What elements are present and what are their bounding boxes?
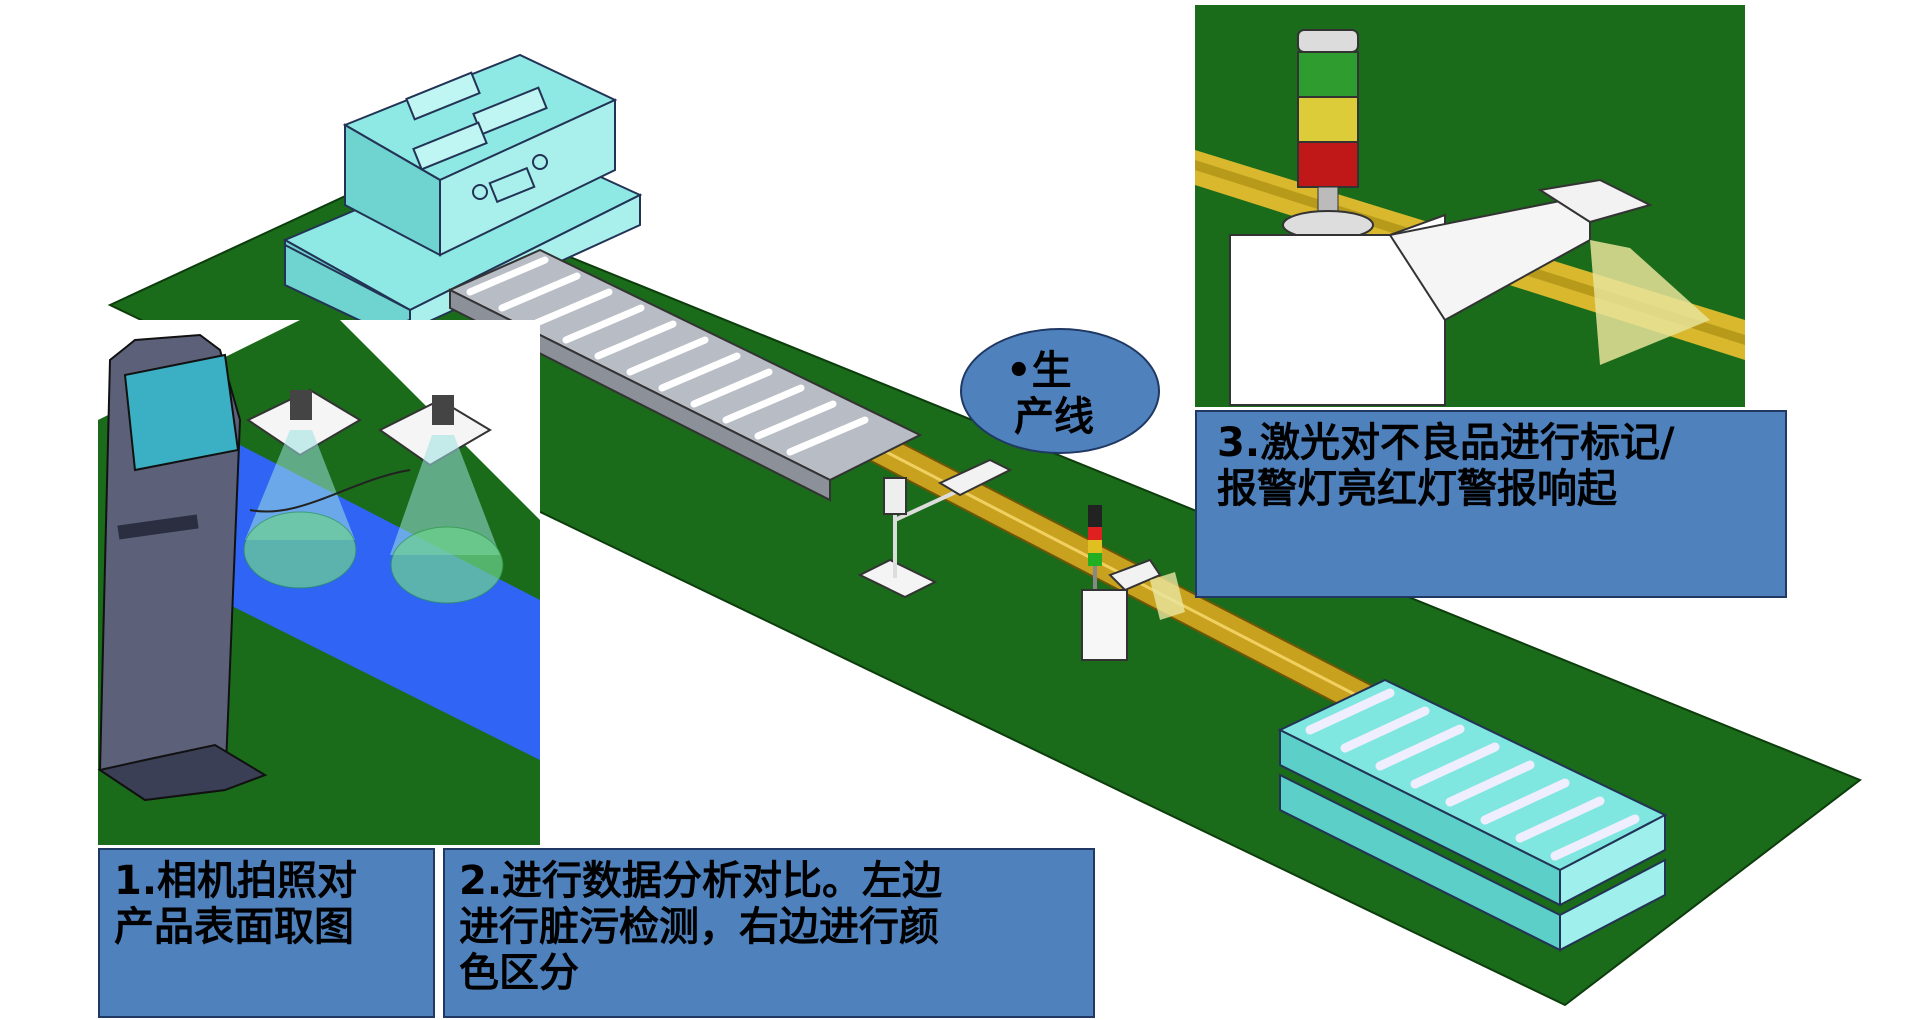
callout-step-3-line-2: 报警灯亮红灯警报响起 bbox=[1217, 466, 1617, 512]
callout-step-2-line-2: 进行脏污检测，右边进行颜 bbox=[459, 904, 939, 950]
callout-step-2-line-1: 2.进行数据分析对比。左边 bbox=[459, 858, 943, 904]
inset-camera-view bbox=[97, 320, 540, 845]
roller-frame-output bbox=[1277, 678, 1668, 952]
callout-step-1: 1.相机拍照对 产品表面取图 bbox=[98, 848, 435, 1018]
warning-light-tower bbox=[1081, 505, 1185, 661]
callout-step-1-line-1: 1.相机拍照对 bbox=[114, 858, 358, 904]
stack-light bbox=[1282, 29, 1374, 240]
inset-light-tower-view bbox=[1195, 5, 1745, 407]
bubble-line-1: •生 bbox=[1006, 348, 1072, 394]
callout-step-3-line-1: 3.激光对不良品进行标记/ bbox=[1217, 420, 1675, 466]
kiosk-terminal bbox=[97, 333, 268, 802]
production-line-bubble: •生 产线 bbox=[960, 328, 1160, 454]
roller-conveyor-long bbox=[447, 248, 923, 502]
camera-right bbox=[378, 395, 504, 604]
callout-step-1-line-2: 产品表面取图 bbox=[114, 904, 354, 950]
callout-step-3: 3.激光对不良品进行标记/ 报警灯亮红灯警报响起 bbox=[1195, 410, 1787, 598]
callout-step-2: 2.进行数据分析对比。左边 进行脏污检测，右边进行颜 色区分 bbox=[443, 848, 1095, 1018]
camera-stand bbox=[857, 458, 1013, 599]
callout-step-2-line-3: 色区分 bbox=[459, 950, 579, 996]
camera-left bbox=[243, 388, 362, 589]
bubble-line-2: 产线 bbox=[1014, 394, 1094, 440]
